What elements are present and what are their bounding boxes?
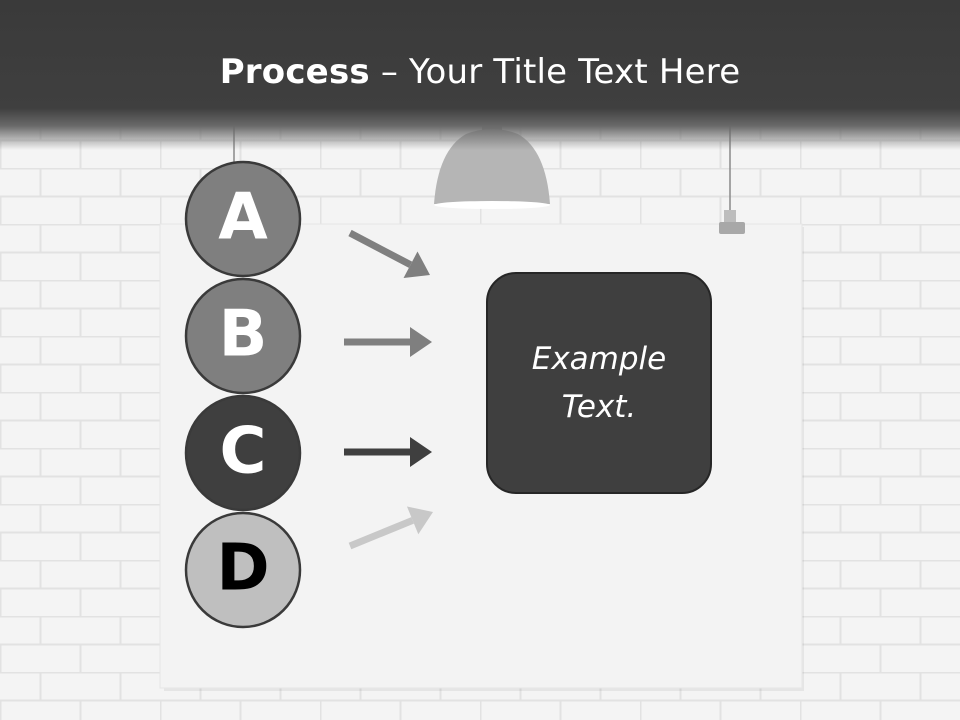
arrow-a-icon: [348, 229, 430, 279]
arrow-b-icon: [344, 327, 432, 357]
title-rest: – Your Title Text Here: [369, 52, 741, 92]
step-letter: A: [218, 181, 268, 255]
step-c: C: [184, 394, 302, 512]
arrow-c-icon: [344, 437, 432, 467]
step-letter: C: [220, 415, 267, 489]
step-b: B: [184, 277, 302, 395]
step-letter: D: [216, 532, 269, 606]
example-text-box: Example Text.: [486, 272, 712, 494]
step-circle: [184, 160, 302, 278]
step-circle: [184, 511, 302, 629]
clip-icon: [719, 210, 745, 234]
slide-title: Process – Your Title Text Here: [0, 52, 960, 92]
step-circle: [184, 394, 302, 512]
title-bold: Process: [219, 52, 370, 92]
step-d: D: [184, 511, 302, 629]
example-text: Example Text.: [531, 341, 667, 425]
arrow-d-icon: [348, 506, 433, 550]
step-a: A: [184, 160, 302, 278]
step-letter: B: [219, 298, 268, 372]
title-bar: [0, 0, 960, 150]
step-circle: [184, 277, 302, 395]
